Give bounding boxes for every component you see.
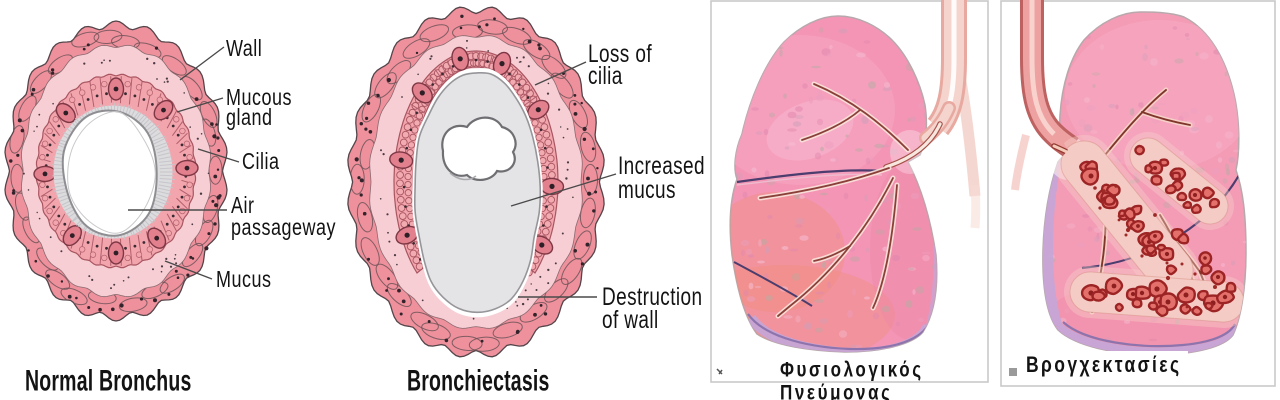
svg-text:Βρογχεκτασίες: Βρογχεκτασίες bbox=[1026, 353, 1181, 377]
svg-text:Bronchiectasis: Bronchiectasis bbox=[407, 366, 550, 398]
svg-text:Destruction: Destruction bbox=[602, 283, 702, 311]
svg-text:Mucous: Mucous bbox=[226, 85, 292, 111]
svg-text:Cilia: Cilia bbox=[242, 149, 279, 175]
svg-text:Increased: Increased bbox=[618, 152, 705, 180]
svg-text:of wall: of wall bbox=[602, 306, 659, 334]
svg-text:Loss of: Loss of bbox=[588, 40, 652, 68]
svg-text:mucus: mucus bbox=[618, 176, 676, 204]
svg-text:gland: gland bbox=[226, 105, 273, 131]
svg-text:Φυσιολογικός: Φυσιολογικός bbox=[780, 359, 924, 382]
svg-text:Air: Air bbox=[231, 193, 254, 219]
svg-text:Normal Bronchus: Normal Bronchus bbox=[25, 366, 192, 398]
svg-text:Πνεύμονας: Πνεύμονας bbox=[780, 382, 893, 400]
svg-text:cilia: cilia bbox=[588, 62, 623, 90]
svg-text:Wall: Wall bbox=[226, 36, 262, 62]
svg-text:passageway: passageway bbox=[231, 215, 336, 241]
svg-text:Mucus: Mucus bbox=[216, 267, 271, 293]
